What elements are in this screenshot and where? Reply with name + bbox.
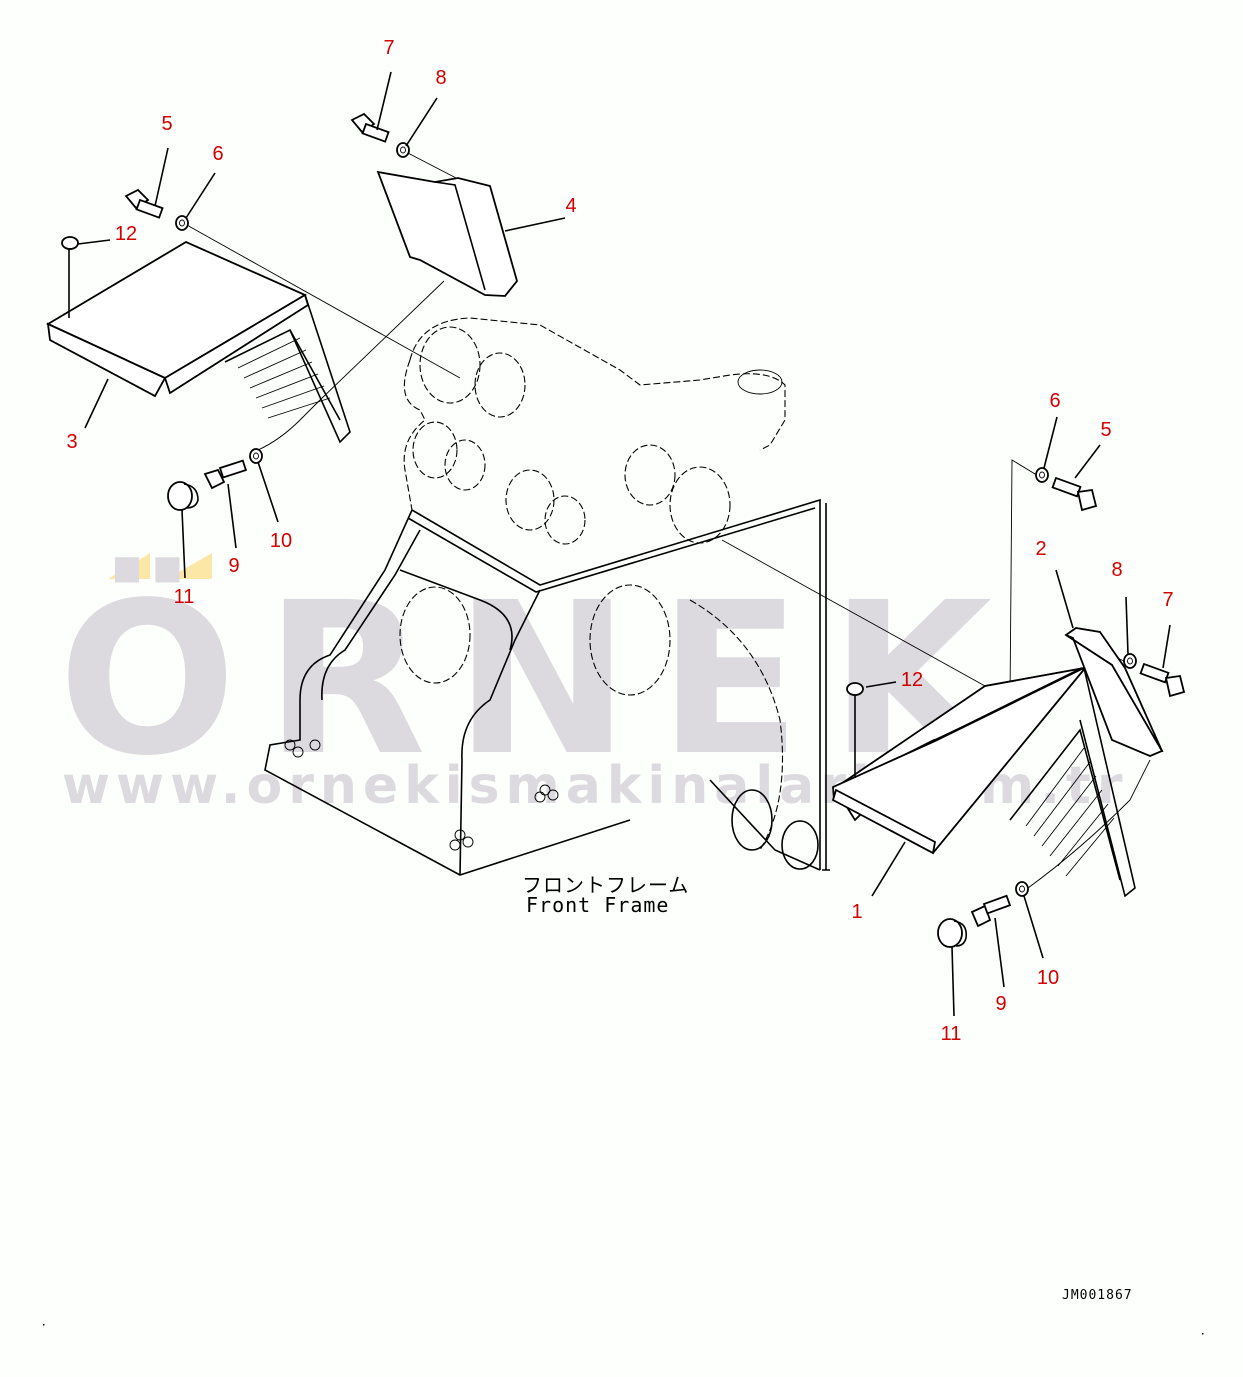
callout-5[interactable]: 5: [1100, 419, 1112, 441]
callout-2[interactable]: 2: [1035, 538, 1047, 560]
callout-4[interactable]: 4: [565, 195, 577, 217]
callout-10[interactable]: 10: [269, 530, 293, 552]
callout-11[interactable]: 11: [940, 1023, 962, 1045]
corner-mark: [1202, 1333, 1204, 1335]
watermark-brand: ÖRNEK: [58, 557, 1021, 802]
callout-5[interactable]: 5: [161, 113, 173, 135]
drawing-code: JM001867: [1062, 1288, 1133, 1303]
callout-9[interactable]: 9: [995, 993, 1007, 1015]
callout-6[interactable]: 6: [212, 143, 224, 165]
callout-9[interactable]: 9: [228, 555, 240, 577]
assembly-lines: [184, 150, 1151, 889]
callout-7[interactable]: 7: [383, 37, 395, 59]
callout-7[interactable]: 7: [1162, 589, 1174, 611]
leaders-left: [77, 71, 566, 579]
callout-12[interactable]: 12: [900, 669, 924, 691]
callout-1[interactable]: 1: [851, 901, 863, 923]
callout-10[interactable]: 10: [1036, 967, 1060, 989]
fasteners-right: [846, 467, 1186, 948]
callout-3[interactable]: 3: [66, 431, 78, 453]
bracket-left-part-4: [376, 170, 518, 297]
bracket-right-part-2: [1064, 627, 1164, 757]
callout-8[interactable]: 8: [435, 67, 447, 89]
leaders-right: [865, 416, 1171, 1017]
callout-6[interactable]: 6: [1049, 390, 1061, 412]
frame-label-english: Front Frame: [526, 893, 670, 917]
corner-mark: [43, 1324, 45, 1326]
callout-11[interactable]: 11: [173, 586, 195, 608]
step-left-part-3: [46, 240, 351, 444]
fasteners-left: [61, 112, 410, 511]
frame-label-japanese: フロントフレーム: [522, 873, 690, 897]
callout-12[interactable]: 12: [114, 223, 138, 245]
front-frame: [264, 317, 830, 876]
callout-8[interactable]: 8: [1111, 559, 1123, 581]
